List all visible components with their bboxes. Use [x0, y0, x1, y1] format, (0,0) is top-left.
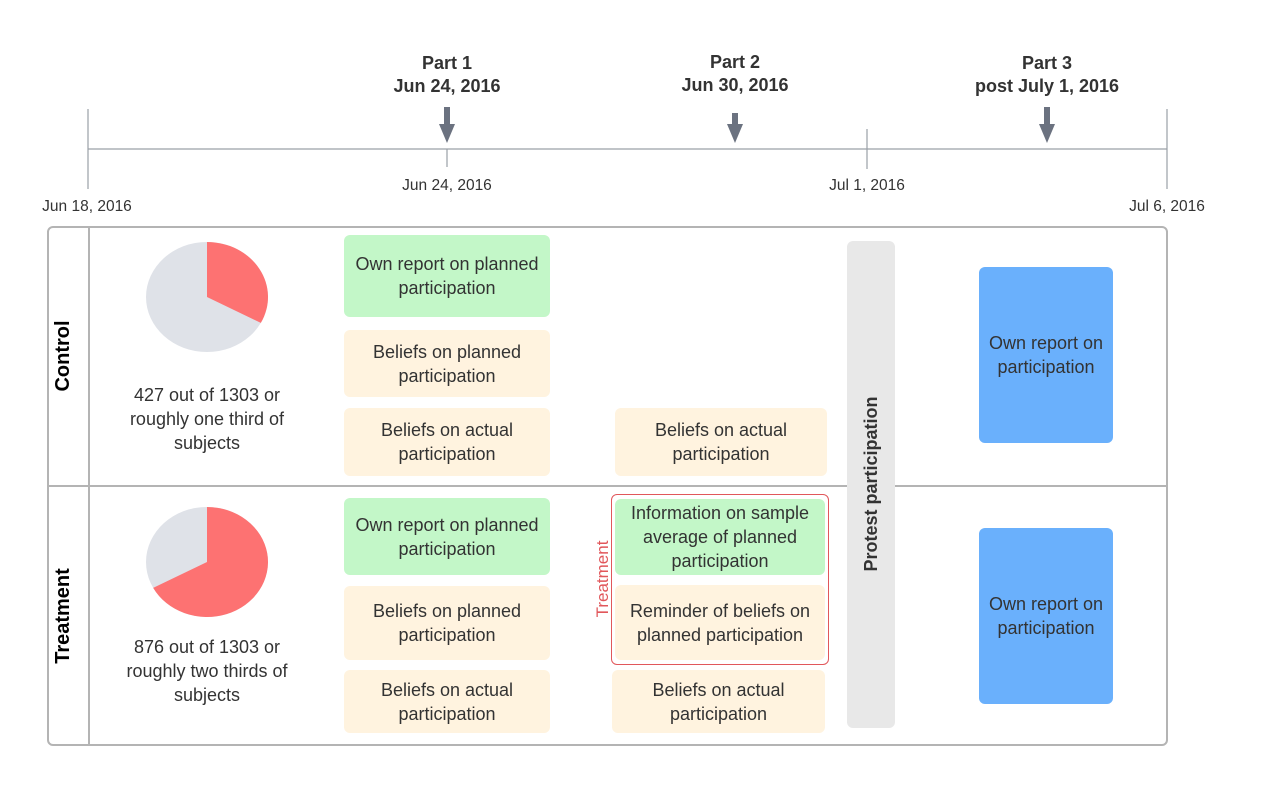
treatment-bracket-outline — [611, 494, 829, 665]
treatment-beliefs-planned: Beliefs on planned participation — [344, 586, 550, 660]
tick-label-start: Jun 18, 2016 — [42, 198, 132, 215]
treatment-beliefs-actual-part2: Beliefs on actual participation — [612, 670, 825, 733]
phase-2-date: Jun 30, 2016 — [681, 75, 789, 95]
row-divider — [48, 485, 1167, 487]
treatment-info-sample-average: Information on sample average of planned… — [615, 499, 825, 575]
protest-participation-label: Protest participation — [861, 396, 881, 572]
control-beliefs-actual-part1: Beliefs on actual participation — [344, 408, 550, 476]
treatment-own-report-participation: Own report on participation — [979, 528, 1113, 704]
control-beliefs-actual-part2: Beliefs on actual participation — [615, 408, 827, 476]
part3-arrow-icon — [1039, 107, 1055, 143]
treatment-pie-chart — [146, 507, 268, 617]
control-pie-caption: 427 out of 1303 or roughly one third of … — [129, 385, 285, 453]
phase-1-date: Jun 24, 2016 — [393, 76, 501, 96]
timeline — [87, 107, 1168, 189]
treatment-beliefs-actual-part1: Beliefs on actual participation — [344, 670, 550, 733]
tick-label-jun24: Jun 24, 2016 — [402, 177, 492, 194]
tick-label-end: Jul 6, 2016 — [1129, 198, 1205, 215]
control-pie-chart — [146, 242, 269, 352]
treatment-reminder-beliefs: Reminder of beliefs on planned participa… — [615, 585, 825, 660]
control-own-report-participation: Own report on participation — [979, 267, 1113, 443]
control-beliefs-planned: Beliefs on planned participation — [344, 330, 550, 397]
tick-label-jul1: Jul 1, 2016 — [829, 177, 905, 194]
phase-3-part: Part 3 — [1021, 53, 1073, 73]
control-pie-share — [207, 242, 269, 323]
phase-1-part: Part 1 — [421, 53, 473, 73]
treatment-bracket-label: Treatment — [593, 540, 612, 618]
phase-2-part: Part 2 — [709, 52, 761, 72]
part1-arrow-icon — [439, 107, 455, 143]
phase-2-label: Part 2 Jun 30, 2016 — [655, 51, 815, 97]
part2-arrow-icon — [727, 113, 743, 143]
treatment-own-report-planned: Own report on planned participation — [344, 498, 550, 575]
phase-3-label: Part 3 post July 1, 2016 — [947, 52, 1147, 98]
treatment-pie-caption: 876 out of 1303 or roughly two thirds of… — [126, 637, 288, 705]
phase-1-label: Part 1 Jun 24, 2016 — [367, 52, 527, 98]
row-label-control: Control — [52, 320, 74, 392]
phase-3-date: post July 1, 2016 — [974, 76, 1120, 96]
protest-participation-bar — [847, 241, 895, 728]
treatment-pie-share — [153, 507, 268, 617]
row-label-treatment: Treatment — [52, 568, 74, 664]
control-own-report-planned: Own report on planned participation — [344, 235, 550, 317]
